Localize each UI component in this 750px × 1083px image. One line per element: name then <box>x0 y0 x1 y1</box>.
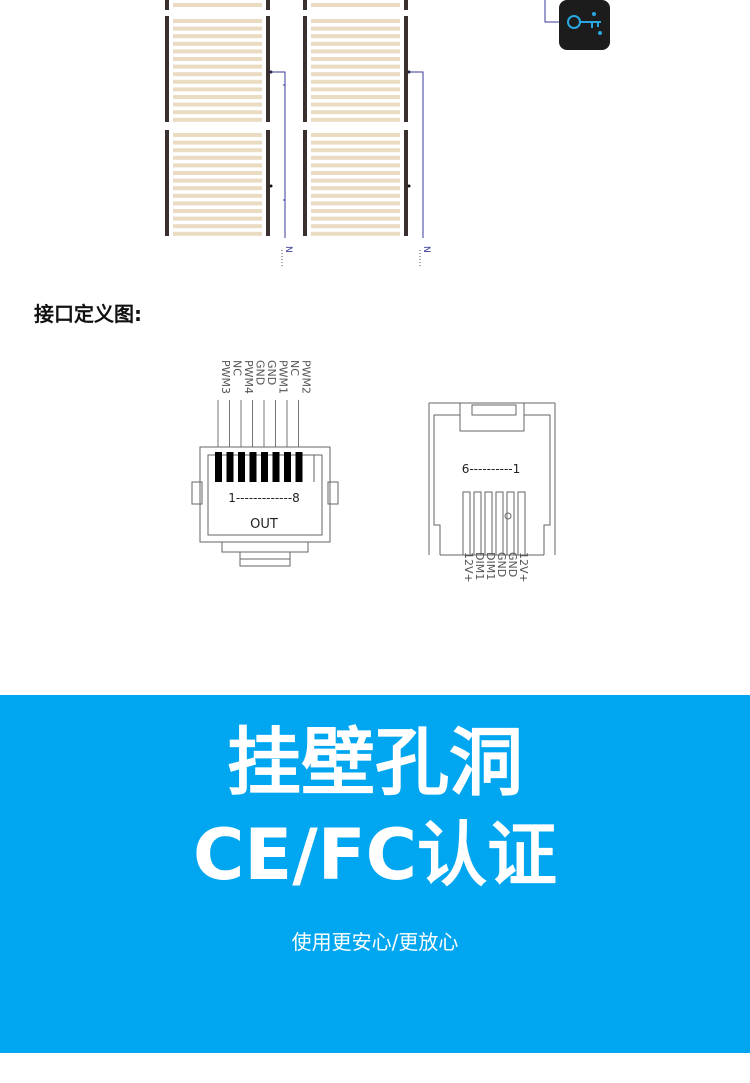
led-strip-column <box>303 0 411 236</box>
rj12-pin-label: 12V+ <box>462 552 475 583</box>
rj12-pin-label: DIM1 <box>473 552 486 580</box>
wire-lines <box>270 0 560 238</box>
led-strip-columns <box>165 0 411 236</box>
neutral-label-1: N <box>283 246 293 253</box>
interface-definition-title: 接口定义图: <box>34 302 142 326</box>
rj45-contact <box>272 452 280 482</box>
rj45-port-label: OUT <box>250 517 278 532</box>
rj45-pin-label: PWM4 <box>242 360 255 394</box>
rj12-pin-label: 12V+ <box>517 552 530 583</box>
rj12-pin-label: GND <box>495 552 508 577</box>
rj12-contact <box>462 491 471 556</box>
rj45-contact <box>215 452 222 482</box>
rj12-contact <box>484 491 493 556</box>
rj12-pin-label: GND <box>506 552 519 577</box>
rj45-contact <box>249 452 257 482</box>
rj45-pin-range-label: 1-------------8 <box>228 491 300 505</box>
banner-subtitle: 使用更安心/更放心 <box>291 930 459 954</box>
rj45-contact <box>226 452 234 482</box>
rj45-contact <box>295 452 303 482</box>
rj45-pin-label: GND <box>254 360 267 385</box>
led-strip-column <box>165 0 273 236</box>
rj45-pin-label: PWM2 <box>300 360 313 394</box>
rj45-contact <box>238 452 245 482</box>
rj12-pin-range-label: 6----------1 <box>462 462 521 476</box>
rj45-pin-label: GND <box>265 360 278 385</box>
banner-certification: CE/FC认证 <box>193 814 557 896</box>
remote-key-icon <box>559 0 610 50</box>
rj12-contact <box>495 491 504 556</box>
rj12-key-dot <box>504 512 512 520</box>
rj45-pin-label: NC <box>288 360 301 376</box>
banner-headline: 挂壁孔洞 <box>227 720 523 806</box>
rj12-contacts <box>462 491 526 556</box>
rj45-contacts <box>215 452 303 482</box>
rj45-pin-label: PWM3 <box>219 360 232 394</box>
rj12-contact <box>473 491 482 556</box>
rj45-pin-leads <box>217 400 299 447</box>
rj12-contact <box>506 491 515 556</box>
rj45-pin-label: PWM1 <box>277 360 290 394</box>
rj12-pin-label: DIM1 <box>484 552 497 580</box>
rj12-contact <box>517 491 526 556</box>
certification-banner: 挂壁孔洞 CE/FC认证 使用更安心/更放心 <box>0 695 750 1053</box>
rj45-contact <box>284 452 291 482</box>
led-wiring-diagram: N N <box>165 0 610 268</box>
rj45-pin-label: NC <box>231 360 244 376</box>
neutral-label-2: N <box>421 246 431 253</box>
rj45-contact <box>261 452 268 482</box>
